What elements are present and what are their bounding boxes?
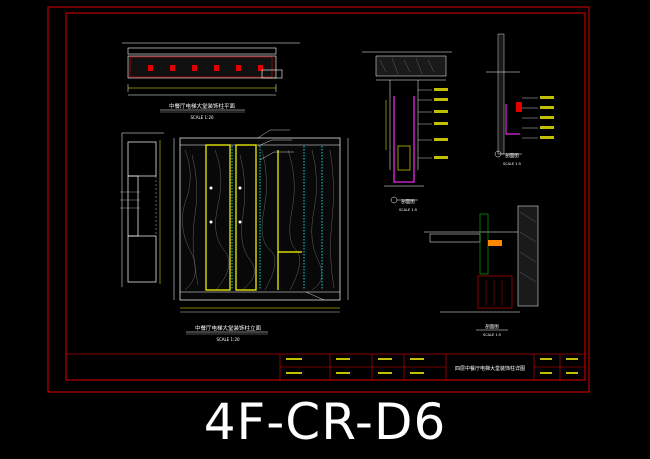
side-profile	[120, 132, 164, 287]
section-c-title: 剖面图	[485, 323, 499, 330]
section-c	[424, 205, 539, 331]
section-b-title: 剖面图	[505, 152, 519, 159]
plan-title: 中餐厅电梯大堂装饰柱平面	[169, 102, 236, 110]
plan-scale: SCALE 1:20	[190, 115, 214, 120]
outer-frame	[47, 6, 590, 393]
title-block	[65, 353, 586, 381]
section-c-scale: SCALE 1:5	[483, 333, 501, 337]
section-b	[486, 33, 554, 158]
drawing-code-label: 4F-CR-D6	[203, 393, 447, 451]
elevation-title: 中餐厅电梯大堂装饰柱立面	[195, 324, 262, 332]
elevation-scale: SCALE 1:20	[216, 337, 240, 342]
section-a	[362, 51, 452, 204]
sheet-title: 四层中餐厅电梯大堂装饰柱详图	[455, 365, 525, 372]
elevation-view	[173, 129, 349, 335]
section-b-scale: SCALE 1:5	[503, 162, 521, 166]
section-a-title: 剖面图	[401, 198, 415, 205]
plan-view	[122, 42, 300, 113]
section-a-scale: SCALE 1:5	[399, 208, 417, 212]
